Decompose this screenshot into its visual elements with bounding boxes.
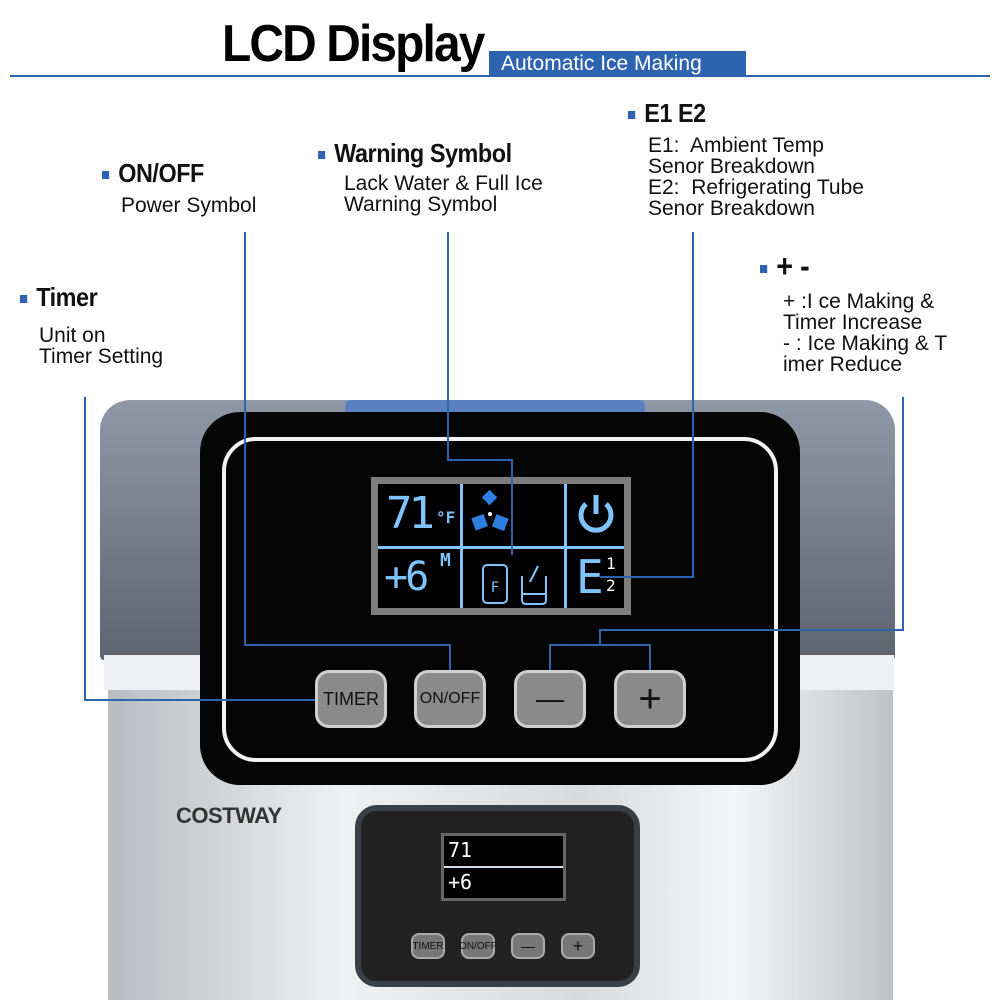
timer-connector <box>84 397 315 701</box>
callout-e1e2-desc: E1: Ambient Temp Senor Breakdown E2: Ref… <box>648 134 864 220</box>
bullet-icon <box>628 111 636 120</box>
full-ice-label: F <box>490 580 500 596</box>
lcd-divider-h <box>378 546 624 549</box>
mini-timer-button: TIMER <box>411 933 445 959</box>
plus-button[interactable]: + <box>614 670 686 728</box>
lcd-divider-v2 <box>564 484 567 608</box>
power-icon <box>578 495 614 533</box>
full-ice-icon: F <box>482 564 508 604</box>
lcd-error: E <box>576 550 604 604</box>
mini-onoff-button: ON/OFF <box>459 933 497 959</box>
bullet-icon <box>760 264 768 273</box>
header-divider <box>10 75 990 77</box>
callout-timer-desc: Unit on Timer Setting <box>39 324 164 368</box>
lcd-temperature: 71 <box>386 488 435 539</box>
lcd-divider-v1 <box>460 484 463 608</box>
warning-connector <box>447 232 513 555</box>
callout-plusminus-desc: + :I ce Making & Timer Increase - : Ice … <box>783 290 948 376</box>
callout-warning: Warning Symbol Lack Water & Full Ice War… <box>318 138 543 215</box>
lcd-temp-unit: °F <box>436 508 456 527</box>
mini-control-panel: 71 +6 TIMER ON/OFF — + <box>355 805 640 987</box>
mini-minus-button: — <box>511 933 545 959</box>
bullet-icon <box>102 171 110 180</box>
callout-warning-desc: Lack Water & Full Ice Warning Symbol <box>344 172 543 216</box>
mini-lcd-divider <box>444 866 563 868</box>
lcd-timer: +6 <box>384 554 429 600</box>
lack-water-icon <box>521 565 547 605</box>
callout-timer: Timer Unit on Timer Setting <box>20 282 163 367</box>
onoff-button[interactable]: ON/OFF <box>414 670 486 728</box>
minus-button[interactable]: — <box>514 670 586 728</box>
lcd-timer-unit: M <box>440 550 451 571</box>
bullet-icon <box>318 151 326 160</box>
control-panel-border <box>222 437 778 762</box>
lcd-screen: 71 °F +6 M F E 1 2 <box>371 477 631 615</box>
subtitle-badge: Automatic Ice Making <box>489 51 746 77</box>
ice-making-icon <box>471 490 509 531</box>
lcd-error-1: 1 <box>606 554 616 573</box>
callout-e1e2-heading: E1 E2 <box>644 98 706 128</box>
callout-plusminus-heading: + - <box>776 248 810 284</box>
brand-logo: COSTWAY <box>176 803 282 828</box>
onoff-connector <box>244 232 451 670</box>
lcd-error-2: 2 <box>606 576 616 595</box>
callout-e1e2: E1 E2 E1: Ambient Temp Senor Breakdown E… <box>628 98 864 219</box>
mini-lcd: 71 +6 <box>441 833 566 901</box>
page-title: LCD Display <box>222 15 485 73</box>
bullet-icon <box>20 295 28 304</box>
callout-onoff: ON/OFF Power Symbol <box>102 158 256 216</box>
mini-plus-button: + <box>561 933 595 959</box>
callout-warning-heading: Warning Symbol <box>334 138 512 168</box>
mini-lcd-timer: +6 <box>448 870 473 894</box>
callout-plusminus: + - + :I ce Making & Timer Increase - : … <box>760 248 947 375</box>
mini-lcd-temp: 71 <box>448 838 473 862</box>
callout-onoff-heading: ON/OFF <box>118 158 204 188</box>
callout-onoff-desc: Power Symbol <box>121 194 257 217</box>
plusminus-connector <box>599 397 904 645</box>
e1e2-connector <box>600 232 694 578</box>
plusminus-branch <box>549 644 651 670</box>
timer-button[interactable]: TIMER <box>315 670 387 728</box>
callout-timer-heading: Timer <box>36 282 98 312</box>
